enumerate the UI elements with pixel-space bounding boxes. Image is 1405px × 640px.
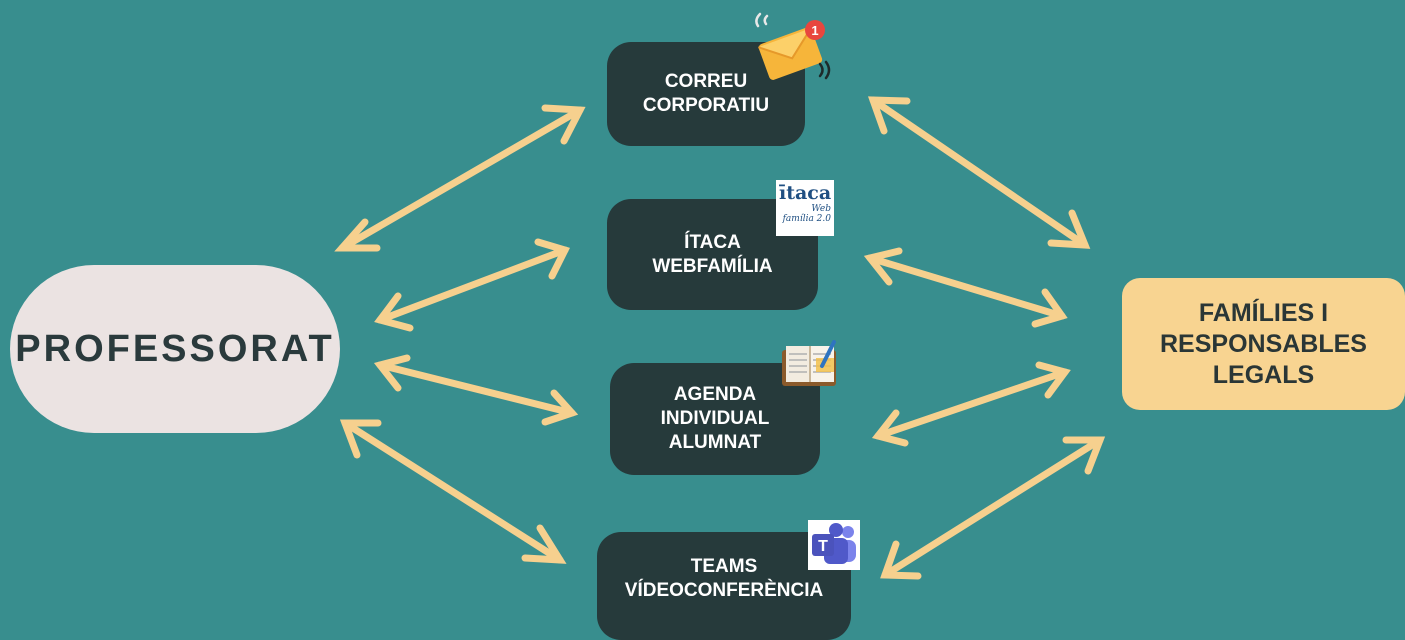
arrow-correu-families — [867, 96, 1091, 249]
professorat-label: PROFESSORAT — [15, 327, 335, 370]
itaca-logo-icon: ītaca Web família 2.0 — [776, 180, 834, 236]
arrow-professorat-correu — [334, 104, 586, 252]
notification-badge-count: 1 — [811, 23, 818, 38]
channel-correu-label: CORREU CORPORATIU — [642, 71, 770, 116]
arrow-professorat-itaca — [374, 238, 570, 332]
channel-teams-label: TEAMS VÍDEOCONFERÈNCIA — [624, 556, 824, 601]
families-label: FAMÍLIES I RESPONSABLES LEGALS — [1160, 298, 1367, 389]
channel-agenda-label: AGENDA INDIVIDUAL ALUMNAT — [660, 384, 770, 453]
envelope-notification-icon: 1 — [755, 12, 831, 80]
teams-icon-letter: T — [818, 538, 828, 555]
families-node: FAMÍLIES I RESPONSABLES LEGALS — [1122, 278, 1405, 410]
arrow-agenda-families — [871, 361, 1071, 447]
arrow-professorat-agenda — [373, 354, 579, 426]
notebook-pen-icon — [782, 340, 836, 386]
itaca-logo-subtitle: Web família 2.0 — [782, 204, 831, 224]
teams-icon: T — [808, 520, 860, 570]
arrow-professorat-teams — [339, 419, 567, 564]
arrow-teams-families — [880, 436, 1106, 580]
professorat-node: PROFESSORAT — [10, 265, 340, 433]
arrow-itaca-families — [863, 247, 1068, 328]
channel-itaca-label: ÍTACA WEBFAMÍLIA — [652, 231, 773, 277]
itaca-logo-text: ītaca — [779, 182, 832, 204]
